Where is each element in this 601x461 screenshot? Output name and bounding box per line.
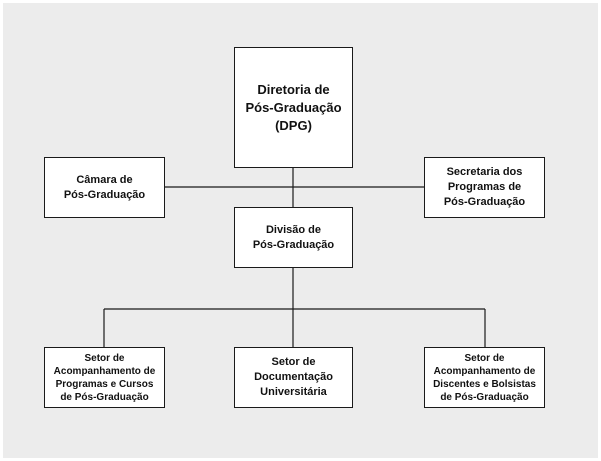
node-camara: Câmara de Pós-Graduação — [44, 157, 165, 218]
node-setor-programas-label: Setor de Acompanhamento de Programas e C… — [53, 352, 156, 403]
node-setor-programas: Setor de Acompanhamento de Programas e C… — [44, 347, 165, 408]
node-secretaria-label: Secretaria dos Programas de Pós-Graduaçã… — [443, 166, 526, 208]
node-setor-documentacao-label: Setor de Documentação Universitária — [254, 356, 333, 398]
node-setor-documentacao: Setor de Documentação Universitária — [234, 347, 353, 408]
node-divisao: Divisão de Pós-Graduação — [234, 207, 353, 268]
node-setor-discentes: Setor de Acompanhamento de Discentes e B… — [424, 347, 545, 408]
node-diretoria-dpg: Diretoria de Pós-Graduação (DPG) — [234, 47, 353, 168]
node-diretoria-dpg-label: Diretoria de Pós-Graduação (DPG) — [245, 81, 342, 133]
node-secretaria: Secretaria dos Programas de Pós-Graduaçã… — [424, 157, 545, 218]
node-camara-label: Câmara de Pós-Graduação — [63, 173, 146, 201]
node-setor-discentes-label: Setor de Acompanhamento de Discentes e B… — [433, 352, 536, 403]
node-divisao-label: Divisão de Pós-Graduação — [252, 223, 335, 251]
